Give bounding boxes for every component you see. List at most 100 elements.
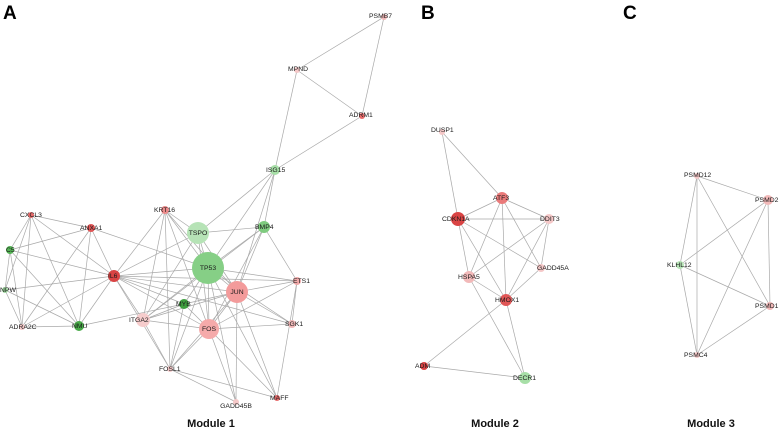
edge-klhl12-psmc4 bbox=[679, 264, 698, 356]
edge-krt16-itga2 bbox=[142, 209, 166, 321]
node-hmox1: HMOX1 bbox=[495, 294, 519, 306]
module-1-label: Module 1 bbox=[187, 418, 235, 428]
panel-letter-b: B bbox=[421, 3, 435, 24]
node-circle-maff bbox=[274, 395, 280, 401]
node-circle-decr1 bbox=[519, 372, 531, 384]
edge-nmu-myb bbox=[78, 303, 185, 327]
edge-hspa5-hmox1 bbox=[468, 276, 507, 301]
edge-npw-il6 bbox=[4, 275, 115, 291]
node-circle-cxcl3 bbox=[28, 212, 34, 218]
edge-krt16-jun bbox=[164, 209, 238, 293]
edge-hspa5-decr1 bbox=[468, 276, 526, 379]
edge-mpnd-adrm1 bbox=[296, 69, 363, 117]
panel-a: A PSMB7MPNDADRM1ISG15CXCL3KRT16ANXA1C5TS… bbox=[0, 3, 392, 428]
node-label-psmc4: PSMC4 bbox=[684, 352, 708, 359]
edge-cdkn1a-gadd45a bbox=[457, 218, 542, 269]
edge-cdkn1a-hmox1 bbox=[457, 218, 507, 301]
node-gadd45b: GADD45B bbox=[220, 399, 252, 410]
node-label-cdkn1a: CDKN1A bbox=[442, 216, 470, 223]
edge-atf3-ddit3 bbox=[501, 197, 550, 220]
node-label-adm: ADM bbox=[415, 363, 430, 370]
edge-anxa1-il6 bbox=[90, 227, 115, 277]
node-label-il6: IL6 bbox=[108, 273, 118, 280]
panel-letter-a: A bbox=[3, 3, 17, 24]
node-adra2c: ADRA2C bbox=[9, 324, 37, 331]
node-psmd12: PSMD12 bbox=[684, 172, 711, 179]
edge-hmox1-adm bbox=[423, 299, 507, 367]
node-label-tspo: TSPO bbox=[189, 230, 208, 237]
edge-il6-fos bbox=[113, 275, 210, 330]
node-circle-psmb7 bbox=[381, 14, 387, 20]
edge-fos-itga2 bbox=[142, 319, 210, 330]
edge-anxa1-c5 bbox=[9, 227, 92, 251]
node-circle-ets1 bbox=[293, 277, 301, 285]
node-circle-dusp1 bbox=[439, 129, 445, 135]
edge-bmp4-fos bbox=[208, 226, 265, 330]
node-label-isg15: ISG15 bbox=[266, 167, 285, 174]
node-isg15: ISG15 bbox=[266, 165, 285, 175]
module-2-edges bbox=[423, 131, 550, 379]
node-circle-hmox1 bbox=[500, 294, 512, 306]
edge-jun-itga2 bbox=[142, 291, 238, 321]
node-circle-myb bbox=[179, 299, 189, 309]
node-psmd1: PSMD1 bbox=[755, 302, 779, 310]
node-label-tp53: TP53 bbox=[200, 265, 216, 272]
node-label-fos: FOS bbox=[202, 326, 216, 333]
module-2-label: Module 2 bbox=[471, 418, 519, 428]
node-label-itga2: ITGA2 bbox=[129, 317, 149, 324]
panel-letter-c: C bbox=[623, 3, 637, 24]
node-circle-adra2c bbox=[19, 324, 25, 330]
node-circle-gadd45b bbox=[233, 399, 239, 405]
node-label-anxa1: ANXA1 bbox=[80, 225, 103, 232]
node-label-dusp1: DUSP1 bbox=[431, 127, 454, 134]
edge-psmd12-psmd1 bbox=[696, 175, 771, 307]
node-klhl12: KLHL12 bbox=[667, 261, 692, 269]
edge-tp53-maff bbox=[207, 267, 278, 399]
edge-nmu-il6 bbox=[78, 275, 115, 327]
node-ddit3: DDIT3 bbox=[540, 214, 560, 224]
node-label-adrm1: ADRM1 bbox=[349, 112, 373, 119]
node-adm: ADM bbox=[415, 362, 430, 370]
node-cdkn1a: CDKN1A bbox=[442, 212, 470, 226]
edge-fosl1-gadd45b bbox=[169, 368, 237, 403]
edge-fos-sgk1 bbox=[208, 323, 293, 330]
node-anxa1: ANXA1 bbox=[80, 224, 103, 232]
edge-c5-npw bbox=[4, 249, 11, 291]
node-label-gadd45b: GADD45B bbox=[220, 403, 252, 410]
edge-bmp4-jun bbox=[236, 226, 265, 293]
node-label-npw: NPW bbox=[0, 287, 16, 294]
node-label-klhl12: KLHL12 bbox=[667, 262, 692, 269]
node-gadd45a: GADD45A bbox=[537, 264, 569, 272]
edge-mpnd-isg15 bbox=[274, 69, 298, 171]
edge-isg15-bmp4 bbox=[263, 169, 276, 228]
node-label-krt16: KRT16 bbox=[154, 207, 175, 214]
node-circle-adrm1 bbox=[359, 113, 365, 119]
node-circle-sgk1 bbox=[288, 320, 296, 328]
node-label-myb: MYB bbox=[176, 301, 191, 308]
node-decr1: DECR1 bbox=[513, 372, 536, 384]
node-dusp1: DUSP1 bbox=[431, 127, 454, 135]
node-label-gadd45a: GADD45A bbox=[537, 265, 569, 272]
edge-hmox1-gadd45a bbox=[505, 267, 542, 301]
edge-cxcl3-il6 bbox=[30, 214, 115, 277]
edge-fos-maff bbox=[208, 328, 278, 399]
node-label-sgk1: SGK1 bbox=[285, 321, 303, 328]
node-itga2: ITGA2 bbox=[129, 313, 150, 327]
node-circle-bmp4 bbox=[258, 221, 270, 233]
edge-itga2-myb bbox=[142, 303, 185, 321]
edge-c5-il6 bbox=[9, 249, 115, 277]
module-3-label: Module 3 bbox=[687, 418, 735, 428]
node-label-nmu: NMU bbox=[72, 323, 88, 330]
edge-psmd2-psmc4 bbox=[696, 199, 769, 356]
edge-anxa1-tp53 bbox=[90, 227, 209, 269]
node-tp53: TP53 bbox=[192, 252, 224, 284]
node-label-c5: C5 bbox=[6, 247, 15, 254]
edge-psmd12-psmd2 bbox=[696, 175, 769, 201]
edge-cxcl3-anxa1 bbox=[30, 214, 92, 229]
node-circle-gadd45a bbox=[537, 264, 545, 272]
node-mpnd: MPND bbox=[288, 66, 308, 73]
